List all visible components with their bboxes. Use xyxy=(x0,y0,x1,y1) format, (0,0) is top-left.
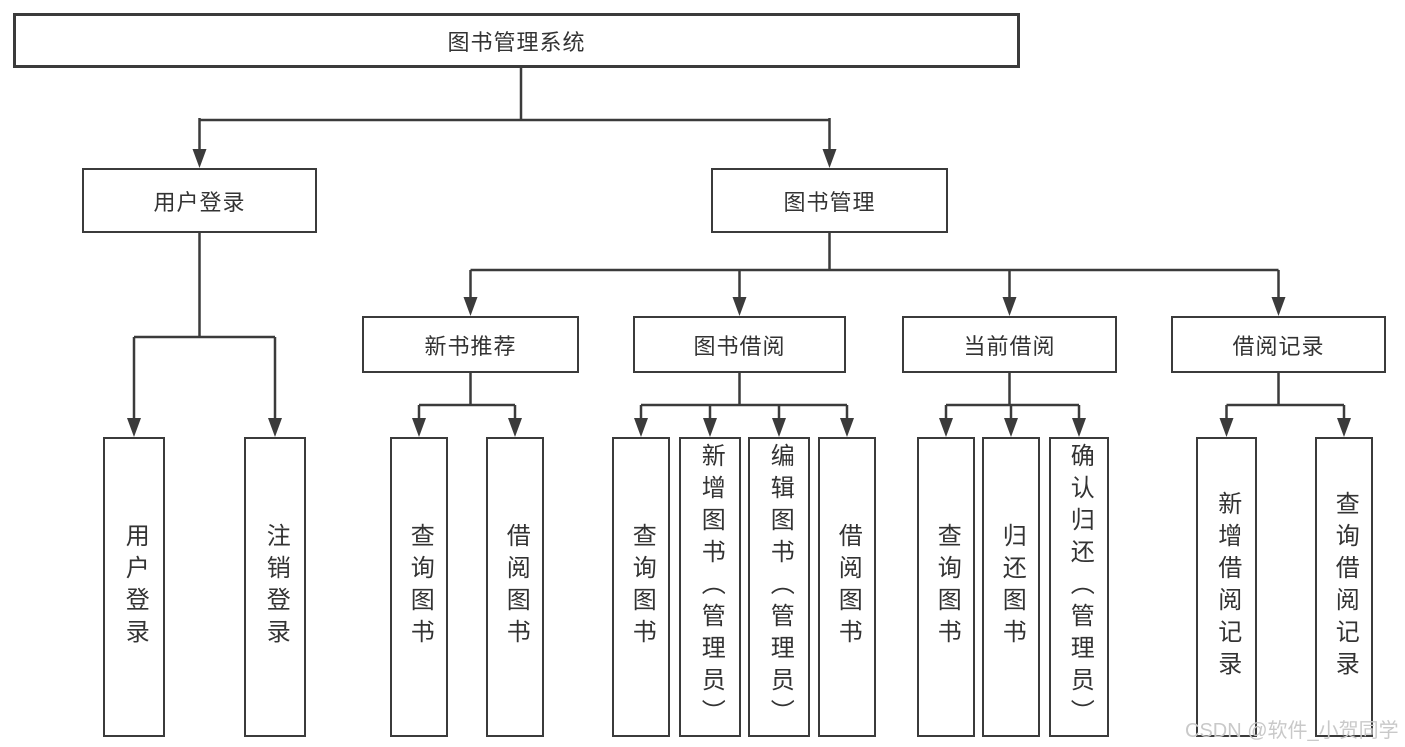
leaf-borrow-books-recommend-label: 借阅图书 xyxy=(502,523,530,651)
leaf-return-books-label: 归还图书 xyxy=(998,523,1026,651)
node-borrow-records-label: 借阅记录 xyxy=(1232,333,1325,359)
leaf-query-books-current-label: 查询图书 xyxy=(933,523,961,651)
leaf-confirm-return-admin-label: 确认归还（管理员） xyxy=(1066,443,1094,731)
leaf-edit-book-admin: 编辑图书（管理员） xyxy=(748,437,810,737)
leaf-logout-label: 注销登录 xyxy=(262,523,290,651)
leaf-add-book-admin-label: 新增图书（管理员） xyxy=(697,443,725,731)
leaf-logout: 注销登录 xyxy=(244,437,306,737)
node-current-borrow-label: 当前借阅 xyxy=(963,333,1056,359)
node-new-book-recommend-label: 新书推荐 xyxy=(424,333,517,359)
leaf-user-login-label: 用户登录 xyxy=(121,523,149,651)
leaf-query-books-recommend: 查询图书 xyxy=(390,437,448,737)
node-new-book-recommend: 新书推荐 xyxy=(362,316,579,373)
leaf-add-borrow-record: 新增借阅记录 xyxy=(1196,437,1257,737)
leaf-query-books-borrow-label: 查询图书 xyxy=(628,523,656,651)
node-book-borrow: 图书借阅 xyxy=(633,316,846,373)
node-book-borrow-label: 图书借阅 xyxy=(693,333,786,359)
leaf-borrow-books-recommend: 借阅图书 xyxy=(486,437,544,737)
leaf-edit-book-admin-label: 编辑图书（管理员） xyxy=(766,443,794,731)
leaf-user-login: 用户登录 xyxy=(103,437,165,737)
node-root: 图书管理系统 xyxy=(13,13,1020,68)
leaf-query-books-current: 查询图书 xyxy=(917,437,975,737)
node-user-login: 用户登录 xyxy=(82,168,317,233)
leaf-return-books: 归还图书 xyxy=(982,437,1040,737)
leaf-query-borrow-record-label: 查询借阅记录 xyxy=(1331,491,1359,683)
leaf-query-borrow-record: 查询借阅记录 xyxy=(1315,437,1373,737)
node-user-login-label: 用户登录 xyxy=(153,189,246,215)
node-book-management-label: 图书管理 xyxy=(783,189,876,215)
node-current-borrow: 当前借阅 xyxy=(902,316,1117,373)
csdn-watermark: CSDN @软件_小贺同学 xyxy=(1185,720,1399,742)
leaf-confirm-return-admin: 确认归还（管理员） xyxy=(1049,437,1109,737)
leaf-add-borrow-record-label: 新增借阅记录 xyxy=(1213,491,1241,683)
leaf-query-books-borrow: 查询图书 xyxy=(612,437,670,737)
node-borrow-records: 借阅记录 xyxy=(1171,316,1386,373)
leaf-borrow-books: 借阅图书 xyxy=(818,437,876,737)
node-book-management: 图书管理 xyxy=(711,168,948,233)
leaf-query-books-recommend-label: 查询图书 xyxy=(406,523,434,651)
node-root-label: 图书管理系统 xyxy=(447,29,586,55)
leaf-borrow-books-label: 借阅图书 xyxy=(834,523,862,651)
leaf-add-book-admin: 新增图书（管理员） xyxy=(679,437,741,737)
